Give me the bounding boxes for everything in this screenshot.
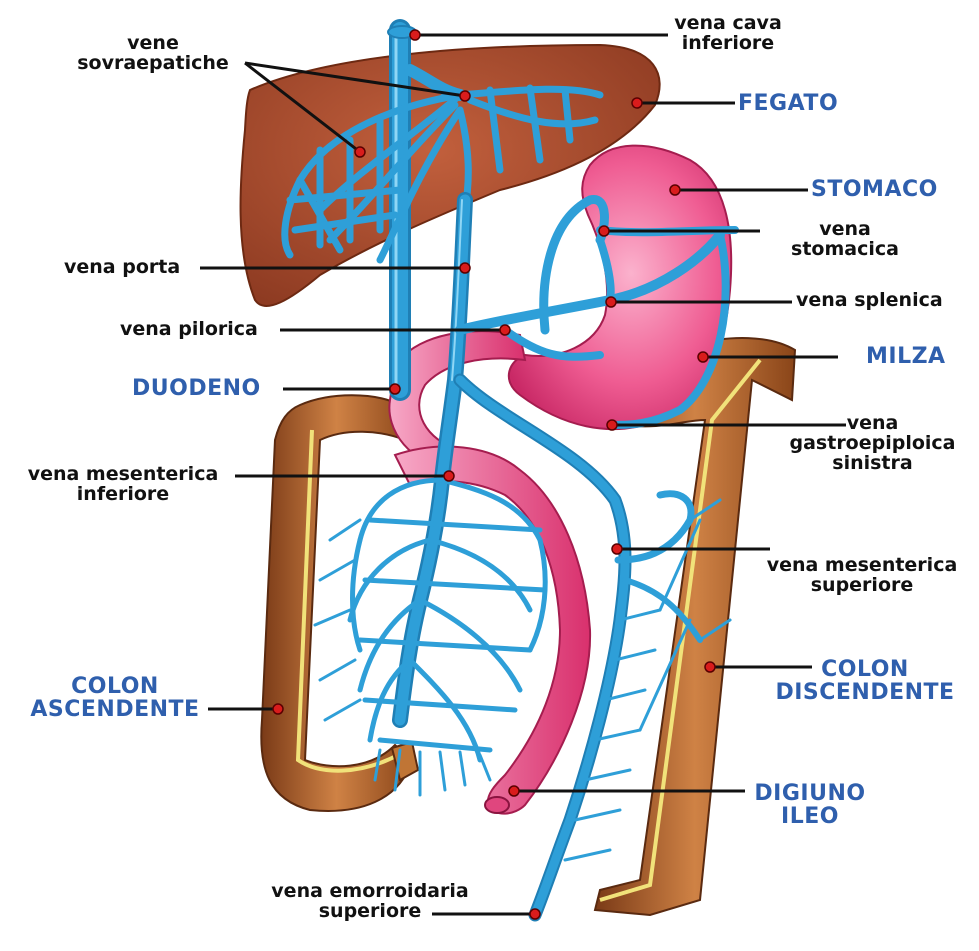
label-line: gastroepiploica <box>780 434 965 454</box>
marker-vena-stomacica <box>599 226 609 236</box>
label-vena-cava-inferiore: vena cava inferiore <box>668 14 788 54</box>
label-line: inferiore <box>668 34 788 54</box>
label-duodeno: DUODENO <box>132 377 261 400</box>
label-line: sovraepatiche <box>60 54 246 74</box>
marker-gastroepiploica <box>607 420 617 430</box>
label-line: ASCENDENTE <box>20 698 210 721</box>
marker-colon-ascendente <box>273 704 283 714</box>
label-line: COLON <box>20 675 210 698</box>
marker-vena-pilorica <box>500 325 510 335</box>
label-vena-stomacica: vena stomacica <box>770 220 920 260</box>
label-line: COLON <box>765 658 965 681</box>
marker-vena-cava <box>410 30 420 40</box>
label-vene-sovraepatiche: vene sovraepatiche <box>60 34 246 74</box>
marker-milza <box>698 352 708 362</box>
label-line: FEGATO <box>738 91 838 116</box>
label-line: MILZA <box>866 344 946 369</box>
marker-colon-discendente <box>705 662 715 672</box>
marker-vena-splenica <box>606 297 616 307</box>
label-line: DIGIUNO <box>745 782 875 805</box>
label-line: DISCENDENTE <box>765 681 965 704</box>
label-line: inferiore <box>8 485 238 505</box>
label-line: superiore <box>250 902 490 922</box>
colon-ascendente <box>261 395 412 811</box>
marker-sovraepatiche-a <box>460 91 470 101</box>
digiuno-ileo-shape <box>395 447 590 814</box>
label-milza: MILZA <box>866 345 946 368</box>
marker-digiuno-ileo <box>509 786 519 796</box>
label-vena-gastroepiploica-sinistra: vena gastroepiploica sinistra <box>780 414 965 474</box>
label-vena-porta: vena porta <box>64 258 180 278</box>
label-vena-mesenterica-inferiore: vena mesenterica inferiore <box>8 465 238 505</box>
marker-mesenterica-superiore <box>612 544 622 554</box>
label-line: vena pilorica <box>120 318 258 340</box>
marker-duodeno <box>390 384 400 394</box>
label-line: superiore <box>748 576 976 596</box>
label-line: DUODENO <box>132 376 261 401</box>
label-line: vena cava <box>668 14 788 34</box>
marker-mesenterica-inferiore <box>444 471 454 481</box>
label-colon-ascendente: COLON ASCENDENTE <box>20 675 210 721</box>
label-line: vena mesenterica <box>8 465 238 485</box>
marker-emorroidaria <box>530 909 540 919</box>
label-vena-pilorica: vena pilorica <box>120 320 258 340</box>
label-colon-discendente: COLON DISCENDENTE <box>765 658 965 704</box>
label-digiuno-ileo: DIGIUNO ILEO <box>745 782 875 828</box>
label-vena-mesenterica-superiore: vena mesenterica superiore <box>748 556 976 596</box>
marker-stomaco <box>670 185 680 195</box>
label-fegato: FEGATO <box>738 92 838 115</box>
label-line: vena porta <box>64 256 180 278</box>
label-line: vene <box>60 34 246 54</box>
marker-vena-porta <box>460 263 470 273</box>
label-vena-emorroidaria-superiore: vena emorroidaria superiore <box>250 882 490 922</box>
label-line: vena splenica <box>796 289 943 311</box>
label-line: vena <box>780 414 965 434</box>
label-line: vena <box>770 220 920 240</box>
label-line: STOMACO <box>811 177 938 202</box>
marker-sovraepatiche-b <box>355 147 365 157</box>
label-line: stomacica <box>770 240 920 260</box>
marker-fegato <box>632 98 642 108</box>
label-vena-splenica: vena splenica <box>796 291 943 311</box>
label-line: vena emorroidaria <box>250 882 490 902</box>
label-line: sinistra <box>780 454 965 474</box>
label-line: ILEO <box>745 805 875 828</box>
label-stomaco: STOMACO <box>811 178 938 201</box>
label-line: vena mesenterica <box>748 556 976 576</box>
